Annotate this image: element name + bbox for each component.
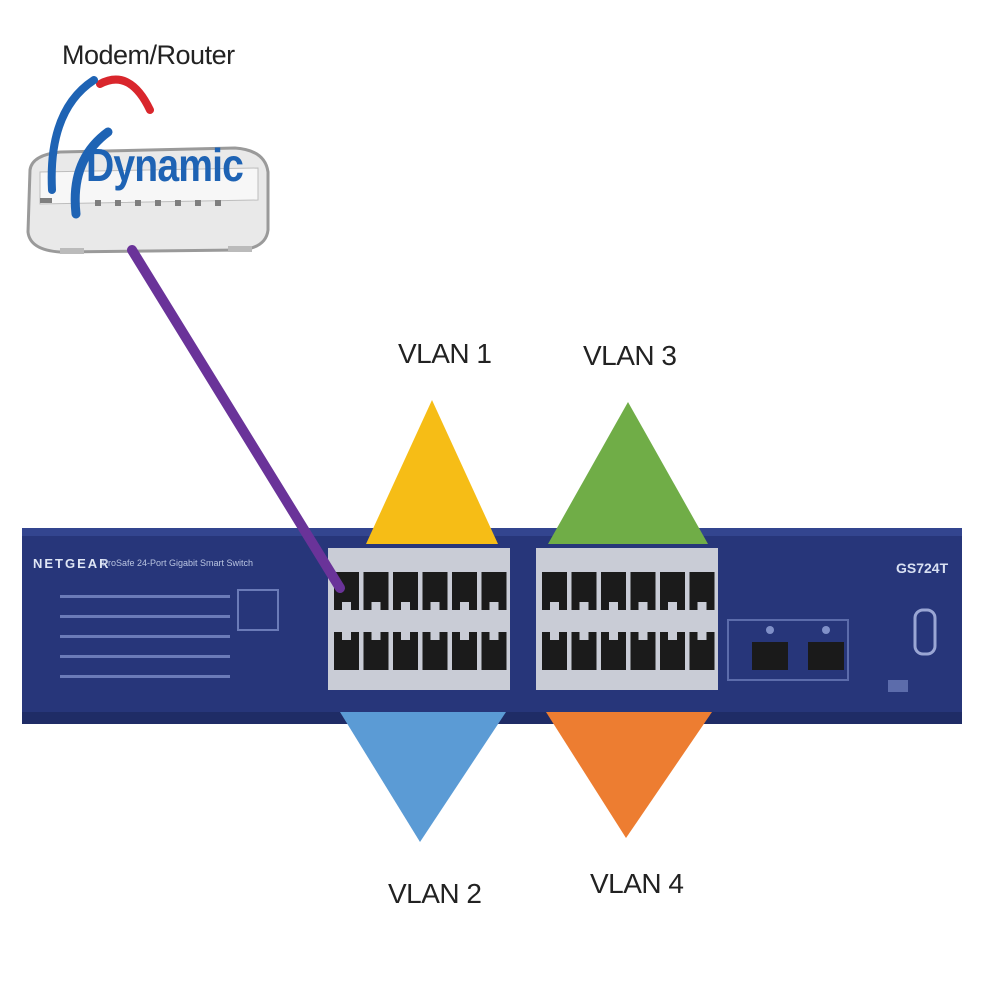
uplink-cable: [127, 245, 345, 593]
port-latch: [401, 632, 410, 640]
switch-brand: NETGEAR: [33, 556, 111, 571]
switch-model: GS724T: [896, 560, 949, 576]
vlan4-triangle: [546, 712, 712, 838]
modem-router-label: Modem/Router: [62, 40, 235, 70]
port-latch: [609, 602, 618, 610]
port-latch: [697, 632, 707, 640]
port-latch: [668, 632, 677, 640]
port-latch: [609, 632, 618, 640]
vlan4-label: VLAN 4: [590, 868, 684, 899]
vlan2-label: VLAN 2: [388, 878, 482, 909]
vlan3-triangle: [548, 402, 708, 544]
switch-subtitle: ProSafe 24-Port Gigabit Smart Switch: [102, 558, 254, 568]
dynamic-logo: [47, 75, 154, 219]
port-latch: [460, 602, 469, 610]
port-block-right: [542, 572, 715, 670]
vlan1-triangle: [366, 400, 498, 544]
port-latch: [668, 602, 677, 610]
port-latch: [638, 602, 648, 610]
port-latch: [342, 632, 351, 640]
port-latch: [550, 632, 559, 640]
vlan2-triangle: [340, 712, 506, 842]
port-latch: [342, 602, 351, 610]
dynamic-logo-text: Dynamic: [86, 139, 244, 191]
port-latch: [401, 602, 410, 610]
port-latch: [371, 602, 381, 610]
port-latch: [579, 602, 589, 610]
port-latch: [579, 632, 589, 640]
port-latch: [371, 632, 381, 640]
port-latch: [430, 632, 440, 640]
vlan1-label: VLAN 1: [398, 338, 492, 369]
port-latch: [489, 632, 499, 640]
port-latch: [430, 602, 440, 610]
port-latch: [460, 632, 469, 640]
port-latch: [550, 602, 559, 610]
vlan3-label: VLAN 3: [583, 340, 677, 371]
modem-router: [26, 146, 270, 254]
port-latch: [489, 602, 499, 610]
port-latch: [638, 632, 648, 640]
port-latch: [697, 602, 707, 610]
